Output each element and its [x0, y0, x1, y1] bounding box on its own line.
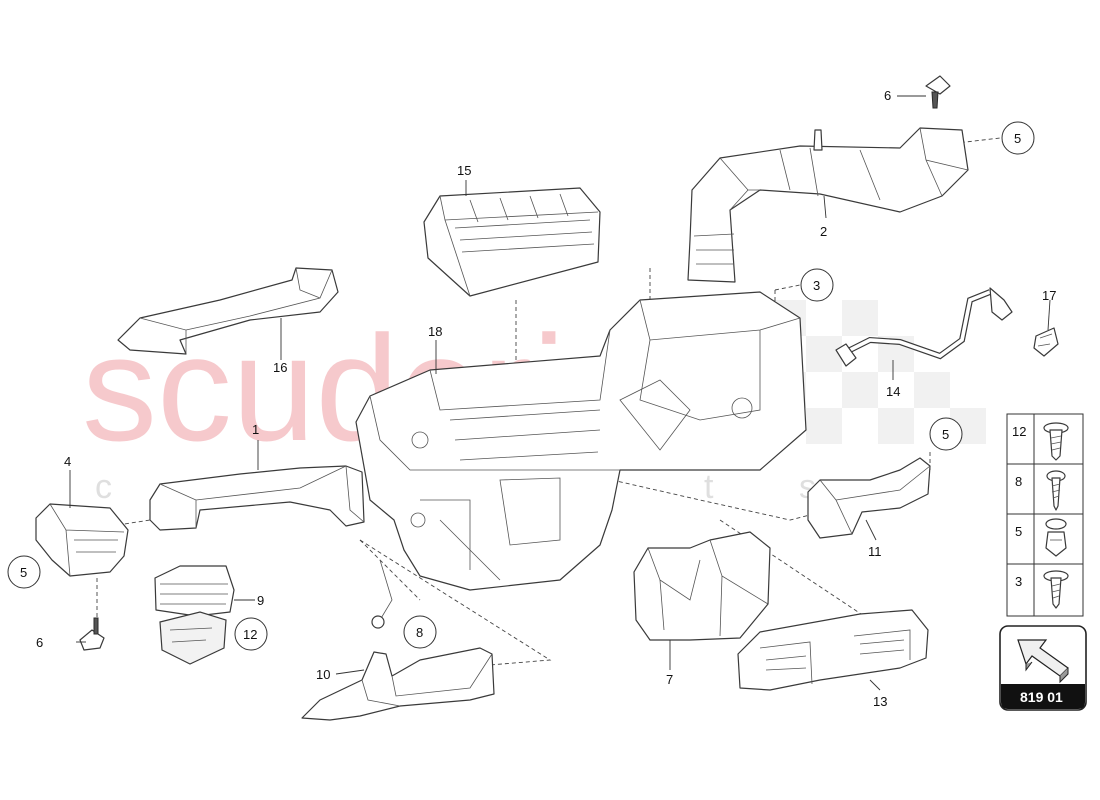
label-18: 18 [428, 324, 442, 339]
label-10: 10 [316, 667, 330, 682]
circled-label-8: 8 [403, 615, 437, 649]
circled-label-5-top: 5 [1001, 121, 1035, 155]
screw-3-icon [1043, 570, 1069, 609]
circled-label-3: 3 [800, 268, 834, 302]
part-11-duct-piece [807, 457, 931, 539]
part-2-large-duct [687, 127, 969, 283]
circled-label-5-right: 5 [929, 417, 963, 451]
label-6-bottom: 6 [36, 635, 43, 650]
part-16-upper-duct [117, 267, 339, 355]
label-17: 17 [1042, 288, 1056, 303]
label-9: 9 [257, 593, 264, 608]
label-7: 7 [666, 672, 673, 687]
clip-5-icon [1045, 518, 1067, 557]
part-10-bracket [301, 647, 495, 721]
label-16: 16 [273, 360, 287, 375]
leader-lines [69, 95, 1051, 691]
part-6-clip-top [925, 75, 951, 109]
arrow-icon [1017, 639, 1069, 684]
circled-label-5-left: 5 [7, 555, 41, 589]
svg-text:8: 8 [416, 625, 423, 640]
reference-box: 819 01 [999, 625, 1087, 711]
label-14: 14 [886, 384, 900, 399]
svg-text:5: 5 [942, 427, 949, 442]
label-6-top: 6 [884, 88, 891, 103]
fastener-table: 12 8 5 3 [1006, 413, 1084, 617]
part-7-centre-vent [633, 531, 771, 641]
screw-12-icon [1043, 422, 1069, 461]
part-4-side-vent [35, 503, 129, 577]
svg-text:5: 5 [1014, 131, 1021, 146]
part-15-vent-grille [423, 187, 601, 297]
svg-text:5: 5 [20, 565, 27, 580]
part-13-dash-vent [737, 609, 929, 691]
fastener-row-5: 5 [1015, 524, 1022, 539]
part-17-grommet [1033, 327, 1059, 357]
svg-text:12: 12 [243, 627, 257, 642]
screw-8-icon [1046, 470, 1066, 511]
circled-label-12: 12 [234, 617, 268, 651]
part-9-vent-assembly [154, 565, 235, 665]
fastener-row-3: 3 [1015, 574, 1022, 589]
label-2: 2 [820, 224, 827, 239]
label-11: 11 [868, 544, 882, 559]
reference-code: 819 01 [1020, 689, 1063, 705]
fastener-row-12: 12 [1012, 424, 1026, 439]
label-1: 1 [252, 422, 259, 437]
part-6-clip-bottom [79, 617, 105, 651]
svg-text:3: 3 [813, 278, 820, 293]
part-1-duct [149, 465, 365, 531]
label-4: 4 [64, 454, 71, 469]
hvac-unit [355, 291, 807, 629]
part-14-hose [835, 287, 1013, 367]
label-15: 15 [457, 163, 471, 178]
fastener-row-8: 8 [1015, 474, 1022, 489]
label-13: 13 [873, 694, 887, 709]
